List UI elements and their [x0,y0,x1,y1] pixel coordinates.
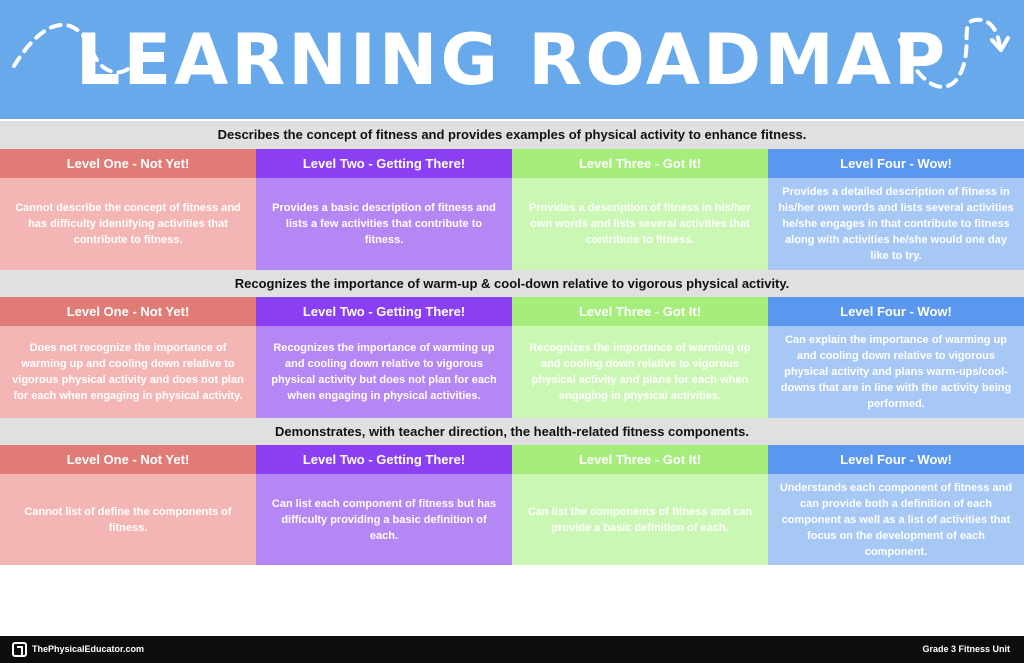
level-one-header: Level One - Not Yet! [0,297,256,326]
level-two-description: Recognizes the importance of warming up … [256,326,512,418]
level-four-description: Understands each component of fitness an… [768,474,1024,565]
level-one-description: Cannot describe the concept of fitness a… [0,178,256,270]
level-description-row: Cannot list of define the components of … [0,474,1024,565]
level-header-row: Level One - Not Yet! Level Two - Getting… [0,445,1024,474]
pe-logo-icon [12,642,27,657]
footer-unit-label: Grade 3 Fitness Unit [922,644,1010,654]
level-two-header: Level Two - Getting There! [256,445,512,474]
level-two-header: Level Two - Getting There! [256,149,512,178]
level-three-description: Recognizes the importance of warming up … [512,326,768,418]
level-description-row: Does not recognize the importance of war… [0,326,1024,418]
footer-bar: ThePhysicalEducator.com Grade 3 Fitness … [0,636,1024,663]
level-three-description: Provides a description of fitness in his… [512,178,768,270]
level-header-row: Level One - Not Yet! Level Two - Getting… [0,297,1024,326]
level-four-header: Level Four - Wow! [768,297,1024,326]
section-title: Recognizes the importance of warm-up & c… [0,270,1024,298]
section-title: Demonstrates, with teacher direction, th… [0,418,1024,446]
level-three-description: Can list the components of fitness and c… [512,474,768,565]
level-four-description: Provides a detailed description of fitne… [768,178,1024,270]
level-header-row: Level One - Not Yet! Level Two - Getting… [0,149,1024,178]
level-two-header: Level Two - Getting There! [256,297,512,326]
level-three-header: Level Three - Got It! [512,445,768,474]
level-one-header: Level One - Not Yet! [0,149,256,178]
level-two-description: Can list each component of fitness but h… [256,474,512,565]
level-four-header: Level Four - Wow! [768,445,1024,474]
header-banner: LEARNING ROADMAP [0,0,1024,119]
level-three-header: Level Three - Got It! [512,149,768,178]
page-title: LEARNING ROADMAP [75,19,949,101]
level-two-description: Provides a basic description of fitness … [256,178,512,270]
section-title: Describes the concept of fitness and pro… [0,121,1024,149]
level-one-header: Level One - Not Yet! [0,445,256,474]
level-four-description: Can explain the importance of warming up… [768,326,1024,418]
level-three-header: Level Three - Got It! [512,297,768,326]
level-description-row: Cannot describe the concept of fitness a… [0,178,1024,270]
dashed-arrow-icon [12,17,1010,89]
footer-site-link[interactable]: ThePhysicalEducator.com [32,644,145,654]
level-one-description: Cannot list of define the components of … [0,474,256,565]
level-one-description: Does not recognize the importance of war… [0,326,256,418]
level-four-header: Level Four - Wow! [768,149,1024,178]
